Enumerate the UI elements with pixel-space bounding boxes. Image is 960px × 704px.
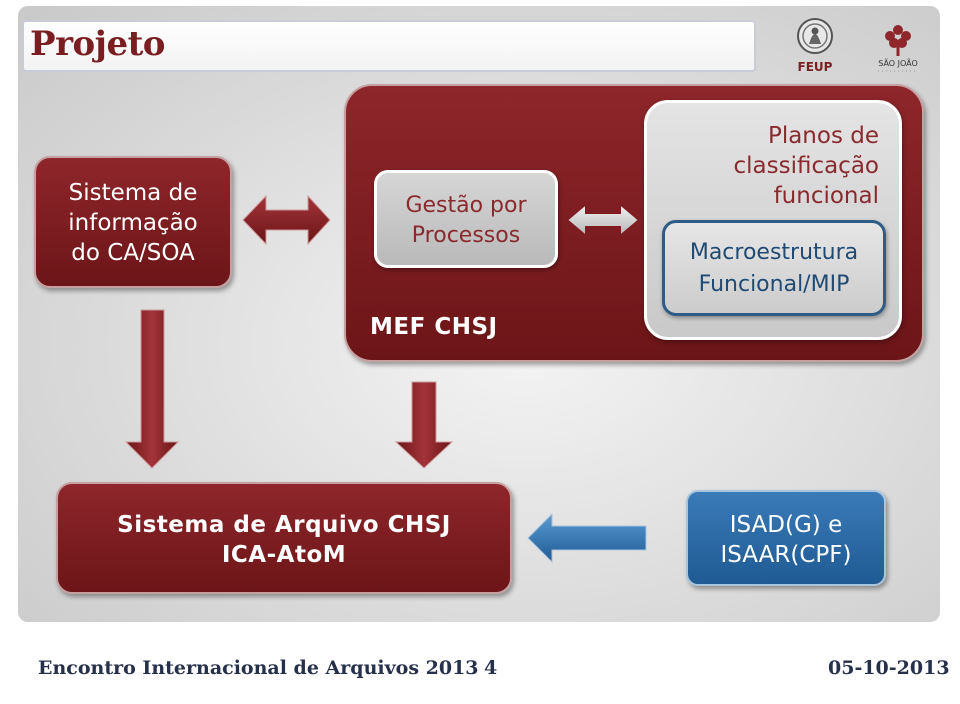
process-management-box: Gestão por Processos <box>374 170 558 268</box>
archive-system-label: Sistema de Arquivo CHSJ ICA-AtoM <box>117 512 451 568</box>
standards-label: ISAD(G) e ISAAR(CPF) <box>720 512 852 568</box>
footer-date: 05-10-2013 <box>828 657 950 679</box>
classification-plans-label: Planos de classificação funcional <box>733 123 879 209</box>
process-management-label: Gestão por Processos <box>405 193 527 248</box>
footer-event: Encontro Internacional de Arquivos 2013 <box>38 657 479 679</box>
standards-box: ISAD(G) e ISAAR(CPF) <box>686 490 886 586</box>
feup-logo: FEUP <box>790 16 840 74</box>
macrostructure-label: Macroestrutura Funcional/MIP <box>689 240 859 297</box>
sao-joao-logo: SÃO JOÃO <box>868 20 928 74</box>
mef-chsj-label: MEF CHSJ <box>370 314 498 340</box>
macrostructure-box: Macroestrutura Funcional/MIP <box>662 220 886 316</box>
feup-logo-text: FEUP <box>798 60 833 74</box>
footer-page-number: 4 <box>484 657 498 679</box>
info-system-label: Sistema de informação do CA/SOA <box>68 180 198 266</box>
title-bar <box>22 20 756 72</box>
info-system-box: Sistema de informação do CA/SOA <box>34 156 232 288</box>
archive-system-box: Sistema de Arquivo CHSJ ICA-AtoM <box>56 482 512 594</box>
slide-title: Projeto <box>30 24 165 64</box>
sao-joao-logo-text: SÃO JOÃO <box>878 58 918 68</box>
